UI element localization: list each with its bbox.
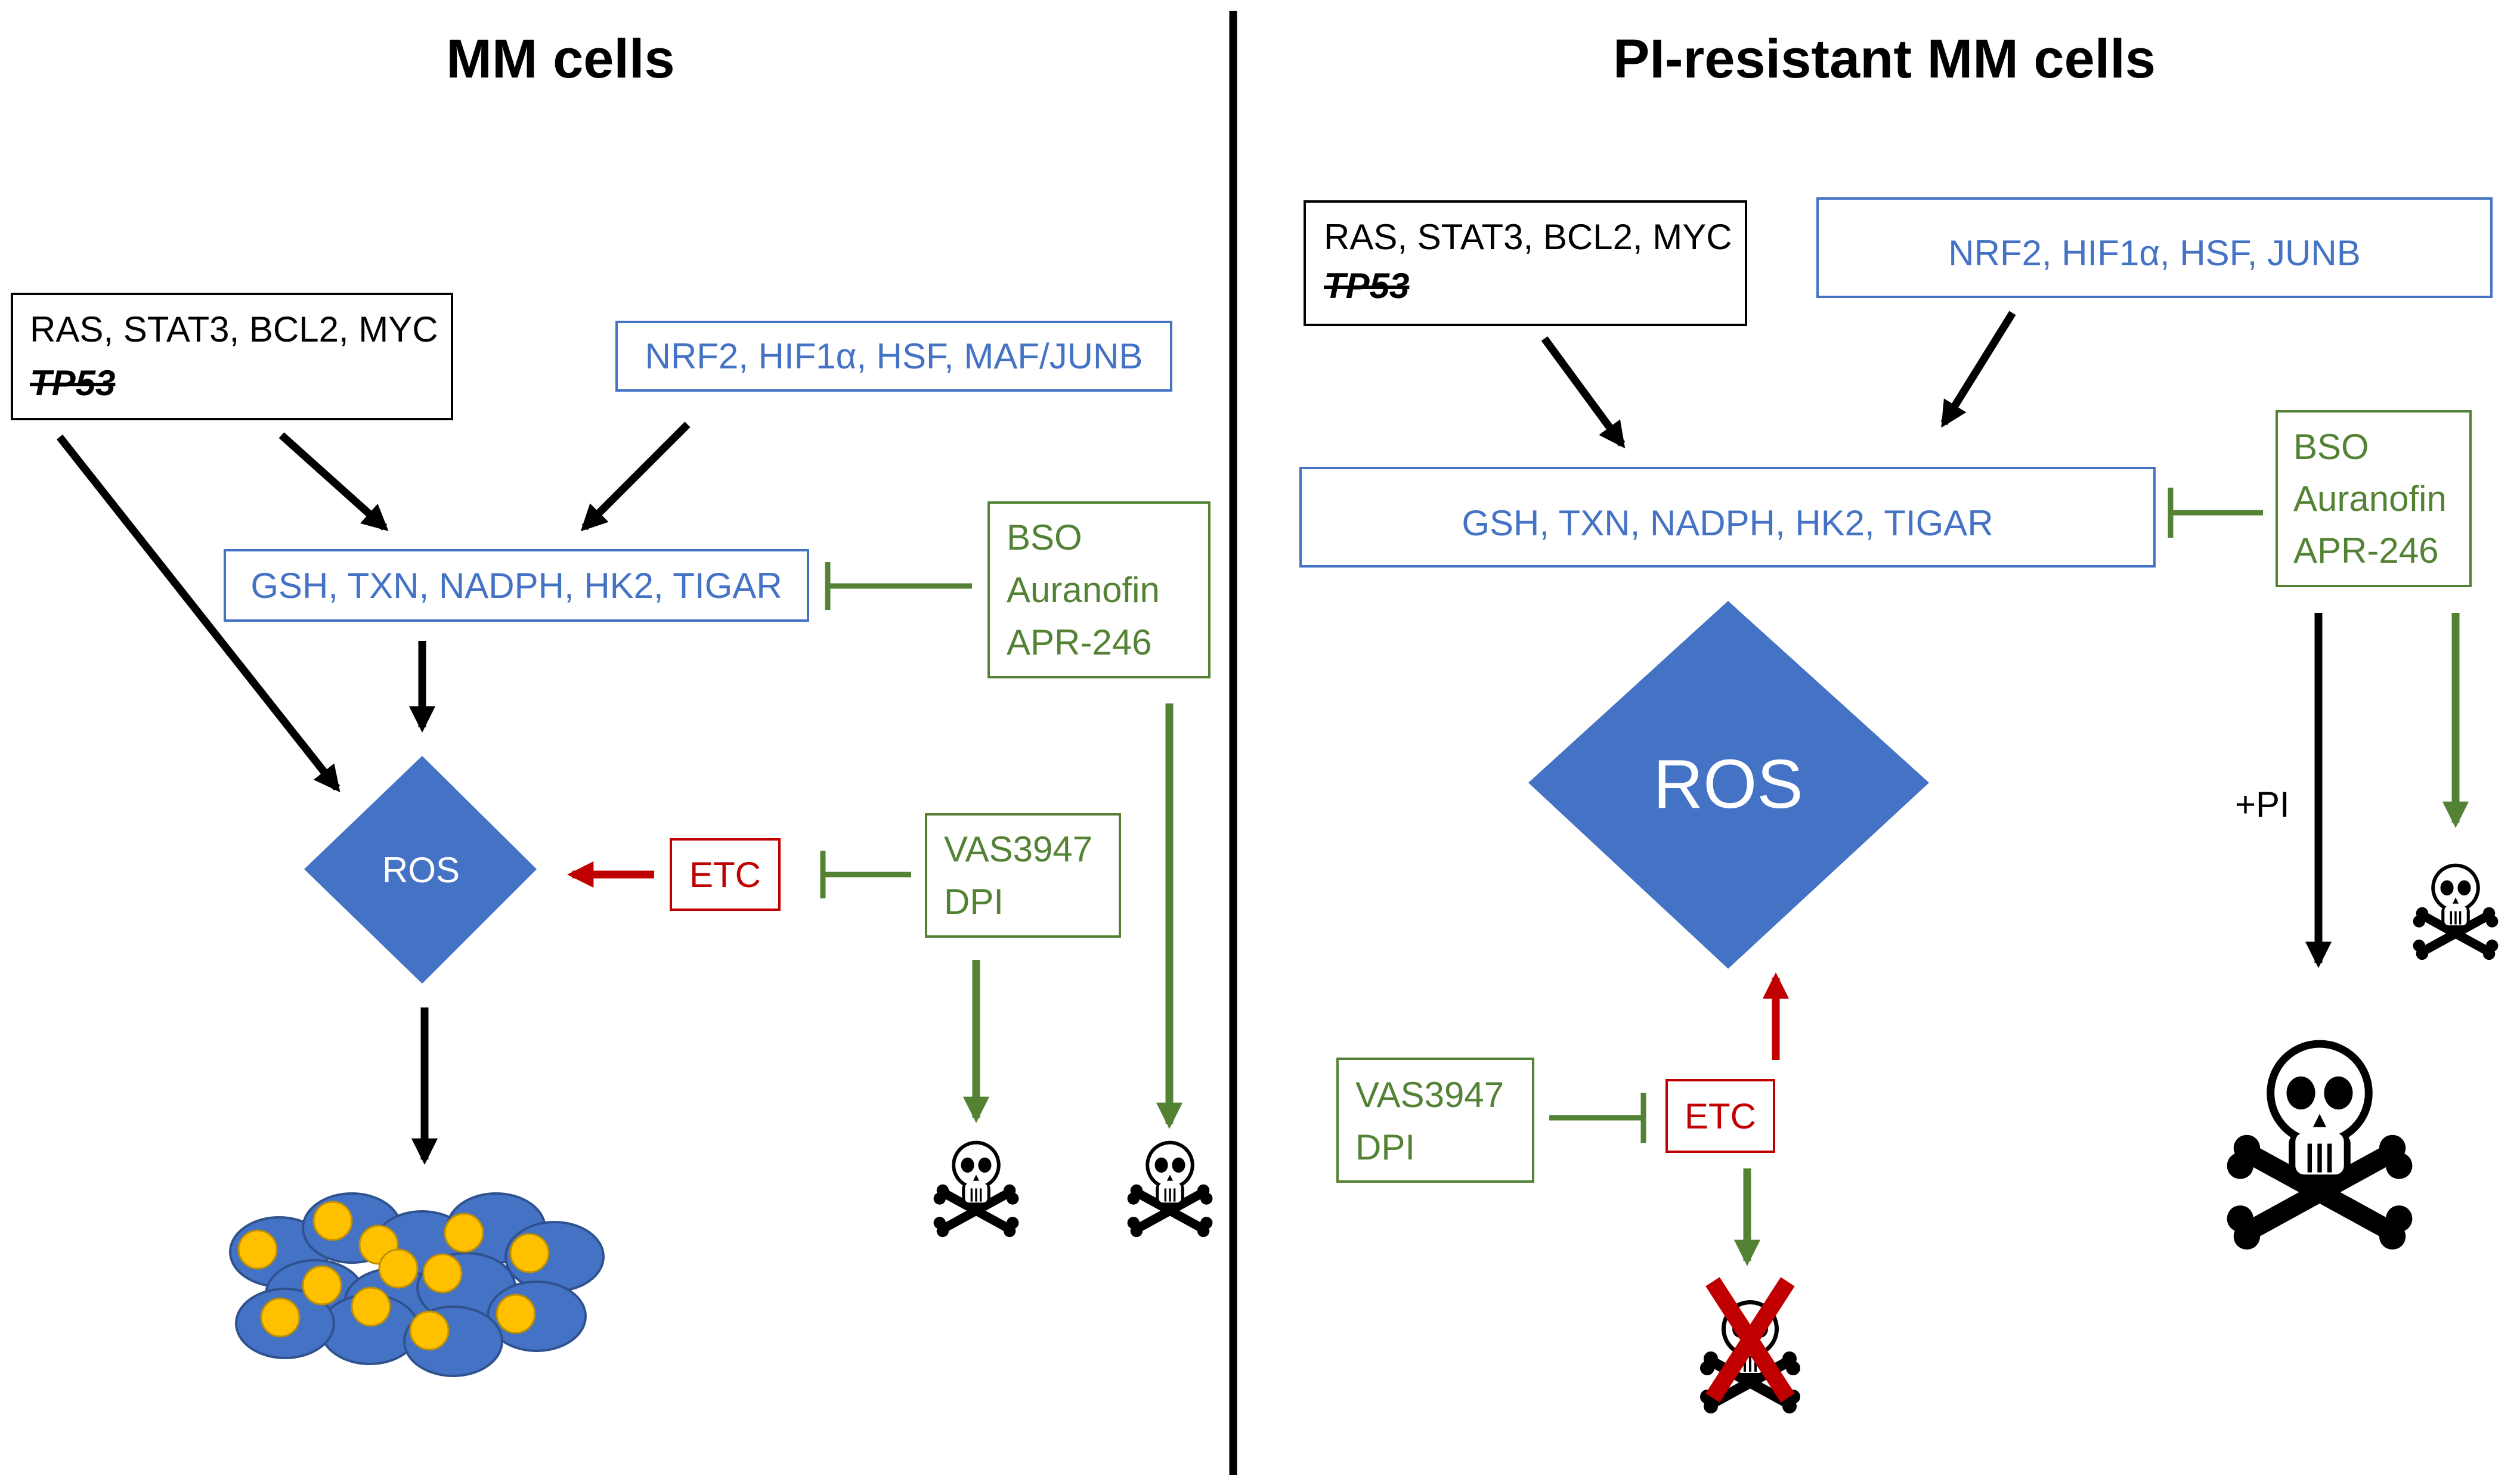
right-ros-diamond: ROS	[1528, 601, 1929, 969]
right-antioxidants-text: GSH, TXN, NADPH, HK2, TIGAR	[1462, 503, 1993, 543]
left-arrow-factors-to-antioxidants	[580, 421, 691, 532]
right-inhibit-antioxidants	[2168, 488, 2263, 538]
right-inhibit-etc	[1549, 1093, 1646, 1143]
right-transcription-factors-text: NRF2, HIF1α, HSF, JUNB	[1948, 233, 2360, 273]
left-inhibit-etc	[820, 851, 911, 898]
right-inhibitor-dpi: DPI	[1355, 1127, 1415, 1167]
left-etc-label: ETC	[689, 855, 761, 895]
right-arrow-factors-to-antioxidants	[1940, 311, 2016, 428]
left-tp53-text: TP53	[30, 363, 115, 403]
skull-crossbones-icon	[1128, 1141, 1213, 1238]
right-inhibitor-auranofin: Auranofin	[2293, 479, 2447, 519]
myeloma-cells-icon	[229, 1192, 605, 1377]
left-inhibitor-bso: BSO	[1007, 517, 1082, 557]
right-tp53-text: TP53	[1324, 266, 1409, 306]
left-inhibitor-dpi: DPI	[944, 882, 1004, 922]
left-inhibitors-a-box: BSO Auranofin APR-246	[987, 501, 1211, 678]
left-etc-box: ETC	[670, 838, 781, 911]
right-oncogenes-text: RAS, STAT3, BCL2, MYC	[1324, 217, 1732, 257]
skull-crossbones-icon	[2227, 1040, 2413, 1250]
skull-crossbones-icon	[934, 1141, 1019, 1238]
right-inhibitor-vas3947: VAS3947	[1355, 1075, 1504, 1115]
left-ros-label: ROS	[382, 850, 460, 890]
skull-crossbones-icon	[2413, 864, 2499, 960]
left-inhibitor-vas3947: VAS3947	[944, 829, 1092, 869]
left-ros-diamond: ROS	[304, 756, 537, 984]
right-etc-box: ETC	[1665, 1079, 1775, 1153]
right-arrow-oncogenes-to-antioxidants	[1541, 336, 1626, 449]
left-transcription-factors-text: NRF2, HIF1α, HSF, MAF/JUNB	[645, 336, 1143, 376]
left-arrow-oncogenes-to-antioxidants	[278, 432, 389, 531]
left-antioxidants-text: GSH, TXN, NADPH, HK2, TIGAR	[250, 566, 782, 606]
left-oncogenes-text: RAS, STAT3, BCL2, MYC	[30, 309, 438, 349]
red-x-icon	[1705, 1277, 1795, 1403]
left-inhibitors-b-box: VAS3947 DPI	[925, 813, 1121, 938]
right-transcription-factors-box: NRF2, HIF1α, HSF, JUNB	[1816, 197, 2493, 298]
right-inhibitors-a-box: BSO Auranofin APR-246	[2276, 410, 2472, 587]
right-inhibitors-b-box: VAS3947 DPI	[1336, 1058, 1534, 1183]
left-panel-title: MM cells	[446, 29, 674, 89]
right-inhibitor-bso: BSO	[2293, 427, 2369, 467]
left-antioxidants-box: GSH, TXN, NADPH, HK2, TIGAR	[224, 549, 809, 622]
left-transcription-factors-box: NRF2, HIF1α, HSF, MAF/JUNB	[615, 321, 1172, 392]
right-oncogenes-box: RAS, STAT3, BCL2, MYC TP53	[1304, 200, 1747, 326]
right-ros-label: ROS	[1653, 745, 1803, 823]
left-oncogenes-box: RAS, STAT3, BCL2, MYC TP53	[11, 293, 453, 420]
right-antioxidants-box: GSH, TXN, NADPH, HK2, TIGAR	[1299, 467, 2156, 568]
pi-label: +PI	[2235, 785, 2290, 824]
left-arrow-oncogenes-to-ros	[56, 434, 340, 792]
right-etc-label: ETC	[1685, 1096, 1756, 1136]
left-inhibit-antioxidants	[825, 562, 972, 610]
left-inhibitor-auranofin: Auranofin	[1007, 570, 1160, 610]
right-inhibitor-apr246: APR-246	[2293, 531, 2438, 571]
left-inhibitor-apr246: APR-246	[1007, 622, 1151, 662]
right-panel-title: PI-resistant MM cells	[1613, 29, 2156, 89]
